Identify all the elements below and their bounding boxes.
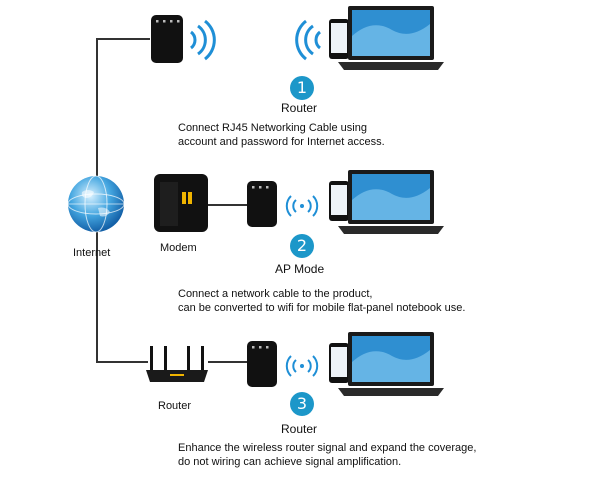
modem-link-line	[208, 204, 248, 206]
router-link-line	[208, 361, 248, 363]
uplink-line-top-horizontal	[96, 38, 150, 40]
globe-icon	[67, 175, 125, 233]
step-number-1: 1	[290, 76, 314, 100]
internet-label: Internet	[73, 247, 111, 259]
mode-description-line: Connect a network cable to the product,	[178, 288, 373, 300]
repeater-device	[247, 341, 277, 387]
wifi-waves-icon	[295, 19, 322, 61]
laptop-icon	[338, 6, 444, 70]
mode-description-line: Connect RJ45 Networking Cable using	[178, 122, 367, 134]
mode-description-line: can be converted to wifi for mobile flat…	[178, 302, 466, 314]
signal-waves-icon	[285, 195, 319, 217]
uplink-line-vertical-top	[96, 38, 98, 188]
uplink-line-bottom-horizontal	[96, 361, 148, 363]
step-number-3: 3	[290, 392, 314, 416]
modem-label: Modem	[160, 242, 197, 254]
mode-description-line: Enhance the wireless router signal and e…	[178, 442, 477, 454]
phone-icon	[329, 343, 349, 383]
signal-waves-icon	[285, 355, 319, 377]
phone-icon	[329, 181, 349, 221]
modem-device	[154, 174, 208, 232]
laptop-icon	[338, 170, 444, 234]
repeater-device-top	[151, 15, 183, 63]
repeater-device	[247, 181, 277, 227]
router-device-label: Router	[158, 400, 192, 412]
mode-description-line: do not wiring can achieve signal amplifi…	[178, 456, 402, 468]
mode-description-line: account and password for Internet access…	[178, 136, 385, 148]
phone-icon	[329, 19, 349, 59]
mode-title-router: Router	[281, 101, 318, 115]
router-device	[146, 346, 208, 382]
uplink-line-vertical-bottom	[96, 225, 98, 362]
mode-title-ap-mode: AP Mode	[275, 262, 325, 276]
wifi-waves-icon	[189, 19, 216, 61]
mode-title-router: Router	[281, 422, 318, 436]
laptop-icon	[338, 332, 444, 396]
step-number-2: 2	[290, 234, 314, 258]
